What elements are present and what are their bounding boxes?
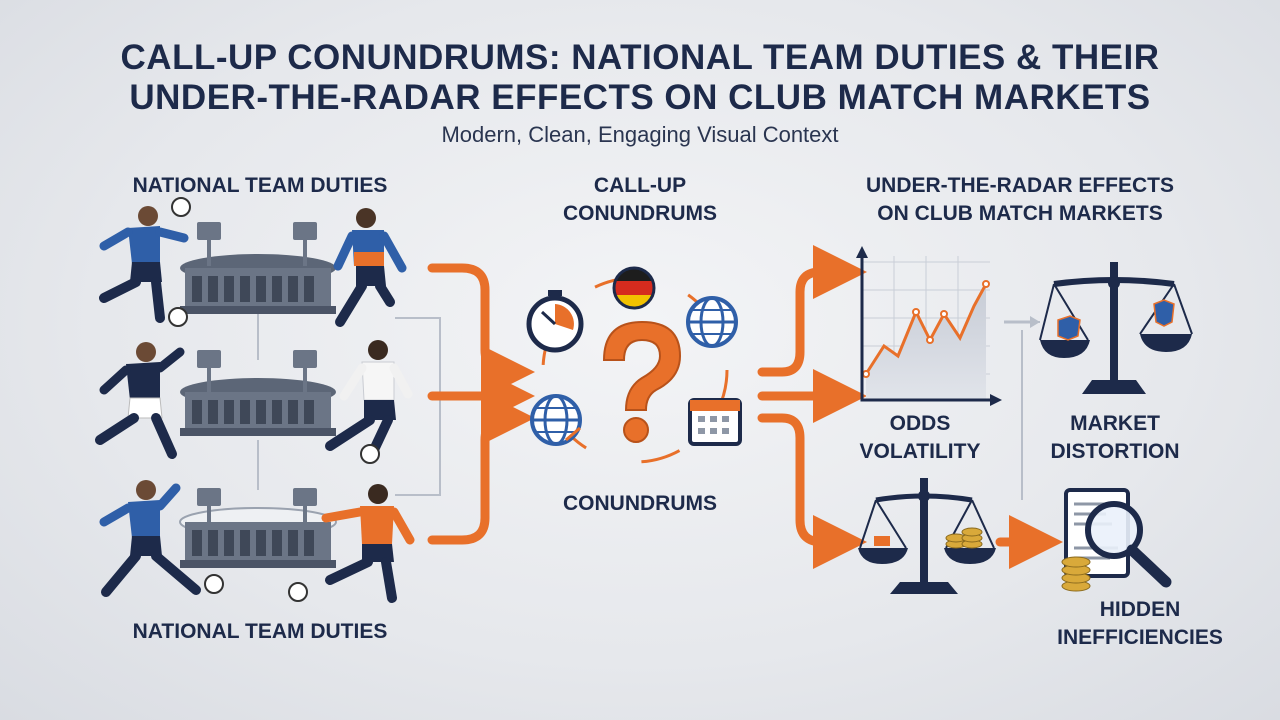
- balance-scale-icon: [1039, 262, 1193, 394]
- market-distortion-line-2: DISTORTION: [1050, 440, 1180, 463]
- left-flow-arrows: [427, 263, 535, 545]
- hidden-inefficiencies-line-1: HIDDEN: [1099, 598, 1181, 621]
- title-line-1: CALL-UP CONUNDRUMS: NATIONAL TEAM DUTIES…: [120, 38, 1160, 77]
- magnifier-document-icon: [1061, 488, 1172, 592]
- stadium-icon: [180, 222, 336, 314]
- center-heading-line-2: CONUNDRUMS: [563, 202, 717, 225]
- hidden-inefficiencies-label: HIDDEN INEFFICIENCIES: [1040, 596, 1240, 652]
- calendar-icon: [688, 398, 742, 446]
- hidden-inefficiencies-line-2: INEFFICIENCIES: [1057, 626, 1223, 649]
- center-footer: CONUNDRUMS: [563, 492, 717, 515]
- grey-arrow: [1004, 316, 1040, 328]
- footballer-orange-icon: [288, 484, 415, 603]
- subtitle: Modern, Clean, Engaging Visual Context: [441, 122, 839, 147]
- odds-volatility-label: ODDS VOLATILITY: [840, 410, 1000, 466]
- left-footer: NATIONAL TEAM DUTIES: [132, 620, 388, 643]
- footballer-white-icon: [325, 340, 413, 464]
- question-mark-icon: [602, 320, 682, 443]
- right-heading-line-2: ON CLUB MATCH MARKETS: [877, 202, 1163, 225]
- center-heading-line-1: CALL-UP: [593, 174, 687, 197]
- scale-coins-icon: [858, 478, 996, 594]
- flag-icon: [612, 266, 656, 310]
- center-cycle: [526, 266, 742, 464]
- stadium-icon: [179, 488, 337, 568]
- left-row-3: [99, 480, 415, 603]
- left-row-2: [95, 340, 413, 464]
- stopwatch-icon: [526, 290, 584, 353]
- left-heading: NATIONAL TEAM DUTIES: [132, 174, 388, 197]
- odds-volatility-line-1: ODDS: [889, 412, 951, 435]
- market-distortion-line-1: MARKET: [1070, 412, 1160, 435]
- center-heading: CALL-UP CONUNDRUMS: [500, 172, 780, 228]
- globe-icon: [530, 394, 582, 446]
- left-row-1: [99, 197, 407, 327]
- odds-volatility-line-2: VOLATILITY: [859, 440, 981, 463]
- footballer-blue-icon: [99, 480, 224, 597]
- title-line-2: UNDER-THE-RADAR EFFECTS ON CLUB MATCH MA…: [129, 78, 1151, 117]
- market-distortion-label: MARKET DISTORTION: [1030, 410, 1200, 466]
- footballer-navy-icon: [95, 342, 185, 459]
- stadium-icon: [180, 350, 336, 436]
- right-flow-arrows: [757, 245, 1063, 569]
- footballer-blue-orange-icon: [333, 208, 407, 327]
- footballer-blue-icon: [99, 197, 191, 327]
- line-chart-icon: [856, 246, 1002, 406]
- right-heading-line-1: UNDER-THE-RADAR EFFECTS: [866, 174, 1174, 197]
- right-heading: UNDER-THE-RADAR EFFECTS ON CLUB MATCH MA…: [830, 172, 1210, 228]
- globe-icon: [686, 296, 738, 348]
